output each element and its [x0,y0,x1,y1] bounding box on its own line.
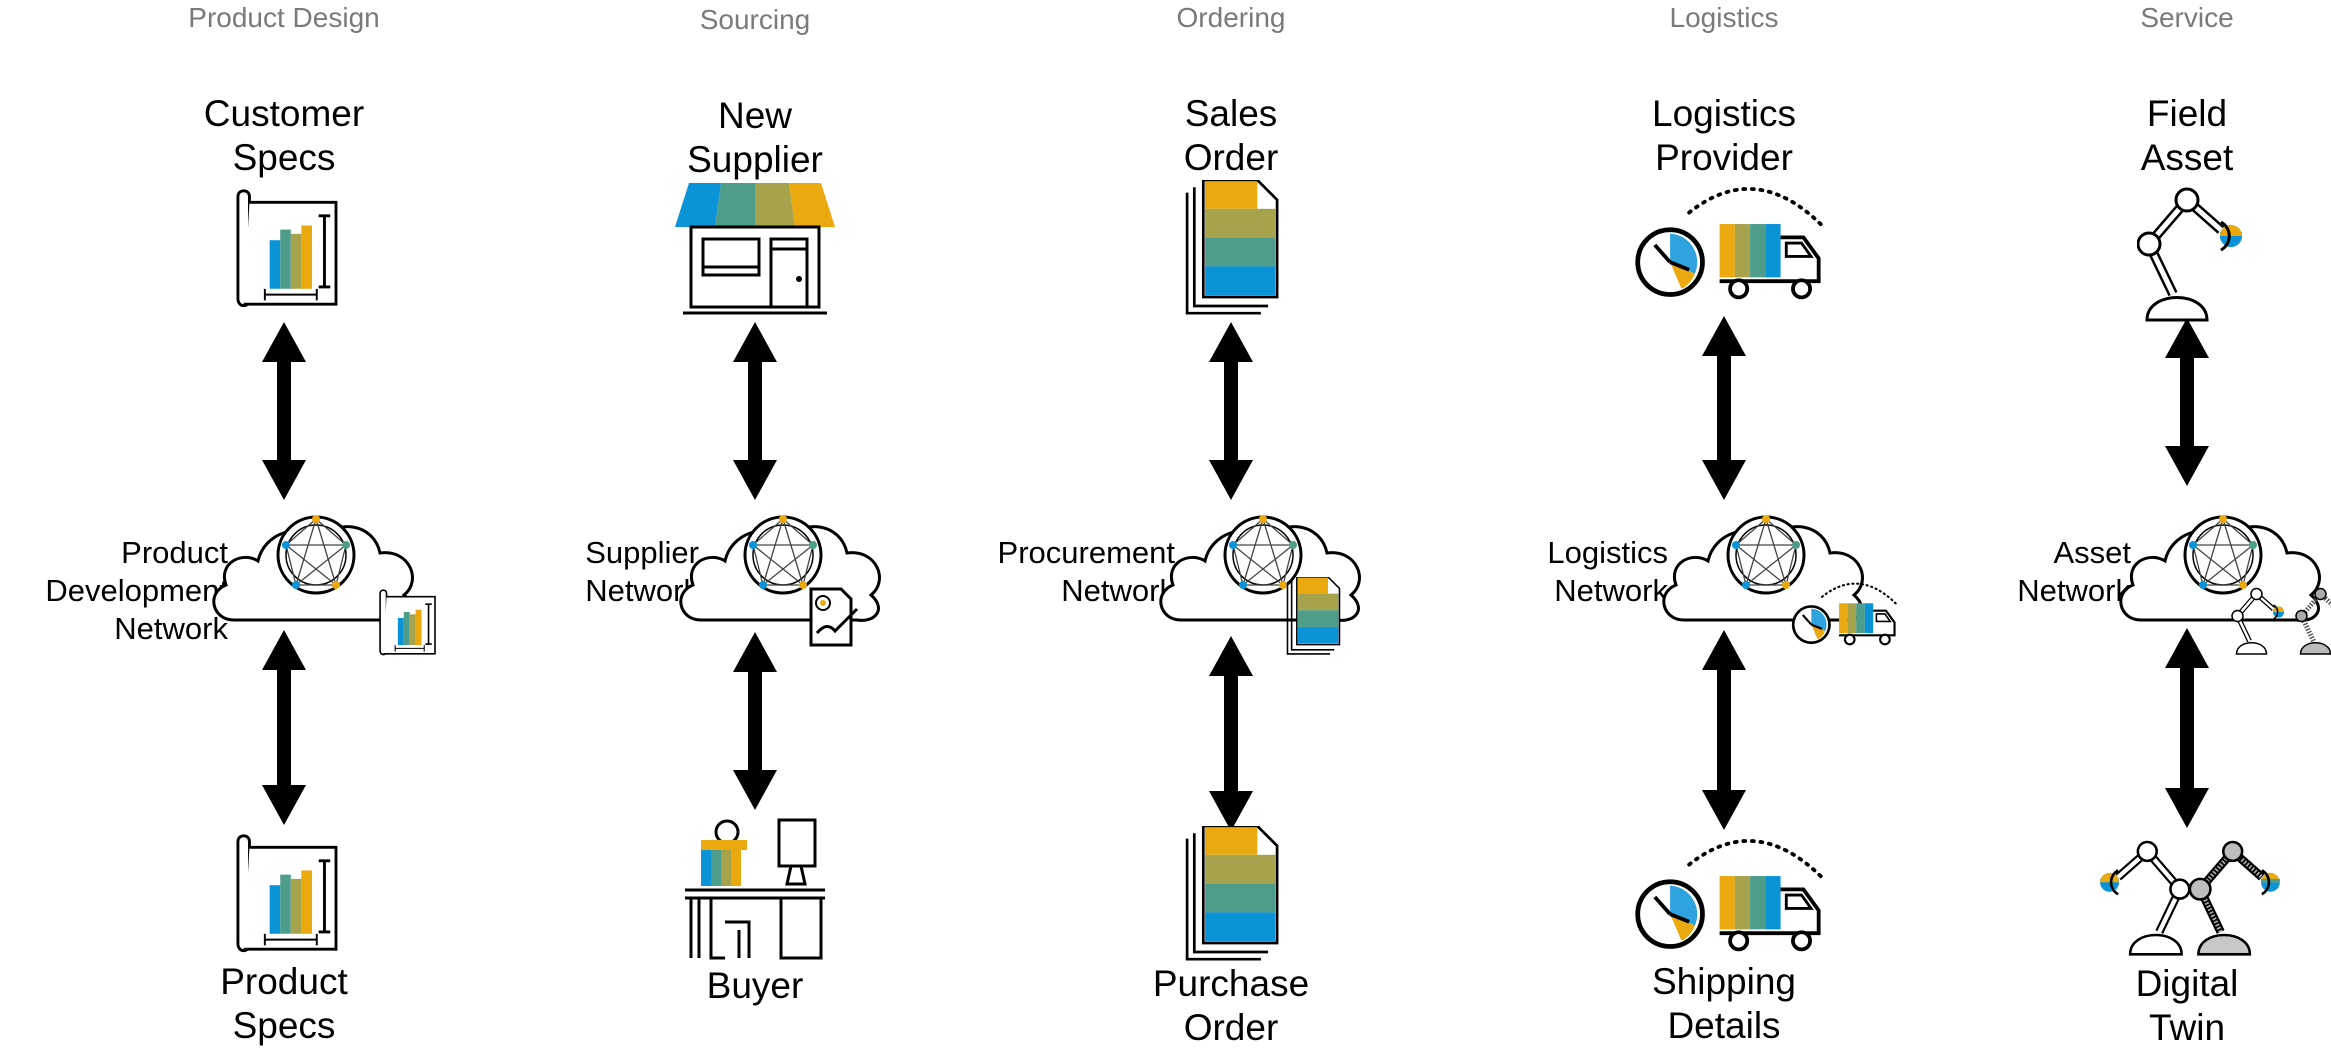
double-arrow-icon [1201,636,1261,831]
top-node-label: Sales Order [1183,93,1279,178]
top-node-label: New Supplier [687,95,823,180]
document-stack-icon [1178,180,1288,315]
double-arrow-icon [254,322,314,500]
stage-title: Ordering [1176,2,1286,33]
double-arrow-icon [2157,628,2217,828]
cloud-globe-icon [671,505,911,655]
blueprint-chart-icon [226,830,346,955]
cloud-globe-icon [2111,505,2331,655]
clock-truck-icon [1632,178,1832,312]
stage-column-sourcing: Sourcing New Supplier Supplier Network [535,0,975,1047]
stage-column-logistics: Logistics Logistics Provider Logistics N… [1504,0,1944,1047]
stage-column-product-design: Product Design Customer Specs Product De… [45,0,504,1047]
double-arrow-icon [254,630,314,825]
double-arrow-icon [725,322,785,500]
double-arrow-icon [1694,630,1754,830]
bottom-node-label: Shipping Details [1651,961,1796,1046]
bottom-node-label: Product Specs [220,961,348,1046]
top-node-label: Field Asset [2140,93,2234,178]
stage-column-service: Service Field Asset Asset Network [1967,0,2331,1048]
network-label: Product Development Network [45,535,228,646]
network-label: Procurement Network [997,535,1175,608]
network-label: Asset Network [2017,535,2131,608]
top-node-label: Logistics Provider [1652,93,1796,178]
double-arrow-icon [1694,316,1754,500]
double-arrow-icon [2157,318,2217,486]
document-stack-icon [1178,826,1288,961]
stage-title: Logistics [1669,2,1779,33]
stage-column-ordering: Ordering Sales Order Procurement Network… [998,0,1451,1048]
robot-arms-pair-icon [2093,836,2293,956]
network-label: Logistics Network [1547,535,1668,608]
buyer-desk-icon [685,818,825,960]
blueprint-chart-icon [226,185,346,310]
bottom-node-label: Purchase Order [1152,963,1310,1048]
double-arrow-icon [1201,322,1261,500]
top-node-label: Customer Specs [203,93,365,178]
stage-title: Service [2140,2,2234,33]
stage-title: Sourcing [699,4,811,35]
clock-truck-icon [1632,830,1832,964]
bottom-node-label: Buyer [706,965,804,1006]
storefront-icon [675,183,835,315]
double-arrow-icon [725,632,785,810]
network-label: Supplier Network [585,535,699,608]
stage-title: Product Design [188,2,380,33]
bottom-node-label: Digital Twin [2135,963,2239,1048]
robot-arm-icon [2137,182,2247,322]
